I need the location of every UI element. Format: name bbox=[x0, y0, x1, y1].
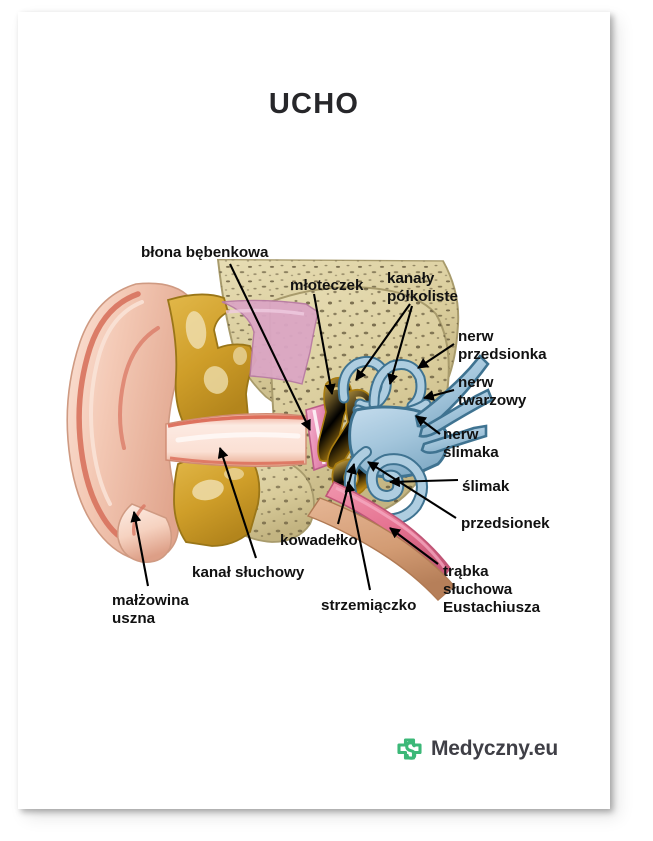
leader-nerw-twarzowy bbox=[422, 388, 455, 401]
leader-mloteczek bbox=[312, 293, 336, 396]
leader-strzemiaczko bbox=[344, 480, 372, 591]
leader-kanaly-1 bbox=[355, 303, 411, 381]
soft-tissue bbox=[306, 497, 455, 601]
pinna-auricle bbox=[66, 282, 198, 563]
green-medical-cross-icon bbox=[397, 738, 422, 760]
label-strzemiaczko: strzemiączko bbox=[321, 597, 417, 614]
label-mloteczek: młoteczek bbox=[290, 277, 364, 294]
poster-page: UCHO bbox=[18, 12, 610, 809]
label-nerw-slimaka: nerw ślimaka bbox=[443, 426, 499, 461]
brand-logo: Medyczny.eu bbox=[394, 734, 558, 764]
leader-trabka bbox=[389, 527, 439, 565]
label-kowadelko: kowadełko bbox=[280, 532, 358, 549]
label-kanaly-polkoliste: kanały półkoliste bbox=[387, 270, 458, 305]
page-title: UCHO bbox=[268, 88, 360, 120]
label-slimak: ślimak bbox=[462, 478, 510, 495]
label-malzowina-uszna: małżowina uszna bbox=[112, 592, 189, 627]
leader-lines bbox=[130, 263, 459, 591]
label-przedsionek: przedsionek bbox=[461, 515, 550, 532]
label-blona-bebenkowa: błona bębenkowa bbox=[141, 244, 269, 261]
leader-slimak bbox=[388, 476, 459, 488]
leader-malzowina bbox=[130, 510, 150, 587]
leader-kanaly-2 bbox=[387, 305, 414, 386]
brand-name: Medyczny.eu bbox=[431, 737, 558, 760]
label-nerw-przedsionka: nerw przedsionka bbox=[458, 328, 547, 363]
auricular-cartilage-upper bbox=[166, 293, 258, 427]
leader-nerw-slimaka bbox=[415, 415, 441, 435]
canal-wall-bands bbox=[221, 299, 319, 385]
auricular-cartilage-lower bbox=[173, 454, 261, 547]
ear-anatomy-diagram bbox=[66, 258, 494, 601]
leader-kanal-sluchowy bbox=[217, 446, 257, 559]
label-trabka-sluchowa: trąbka słuchowa Eustachiusza bbox=[443, 563, 541, 616]
leader-przedsionek bbox=[367, 461, 457, 519]
leader-blona-bebenkowa bbox=[229, 263, 311, 431]
ear-canal bbox=[165, 413, 307, 468]
leader-nerw-przedsionka bbox=[417, 343, 455, 369]
label-kanal-sluchowy: kanał słuchowy bbox=[192, 564, 305, 581]
label-nerw-twarzowy: nerw twarzowy bbox=[458, 374, 527, 409]
leader-kowadelko bbox=[336, 462, 357, 525]
